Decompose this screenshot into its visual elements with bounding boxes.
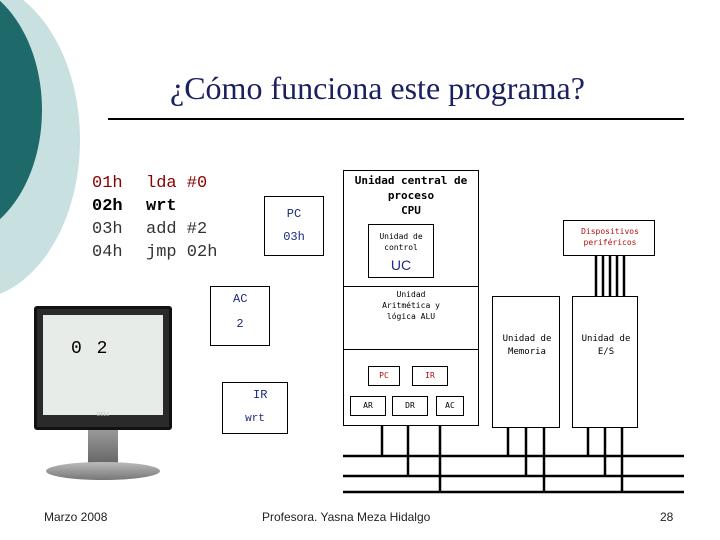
program-instructions: lda #0 wrt add #2 jmp 02h [146, 172, 217, 264]
instruction-2: wrt [146, 197, 177, 216]
es-box: Unidad de E/S [572, 296, 638, 428]
cpu-ar-label: AR [363, 401, 373, 410]
title-underline [108, 118, 684, 120]
pc-register-value: 03h [283, 230, 305, 244]
instruction-1: lda #0 [146, 174, 208, 193]
cpu-ir-box: IR [412, 366, 448, 386]
uc-short: UC [390, 257, 412, 273]
cpu-ar-box: AR [350, 396, 386, 416]
monitor-brand: DELL [96, 412, 110, 418]
perifericos-label: Dispositivos periféricos [581, 227, 639, 247]
ir-register-value: wrt [245, 413, 265, 425]
monitor-screen: 0 2 [43, 315, 163, 415]
instruction-4: jmp 02h [146, 243, 218, 262]
ac-register-label: AC [233, 292, 248, 306]
monitor-stand [46, 462, 160, 480]
program-addresses: 01h 02h 03h 04h [92, 172, 123, 264]
uc-label: Unidad de control [379, 232, 423, 252]
ir-register: IR wrt [222, 382, 288, 434]
cpu-ir-label: IR [425, 371, 435, 380]
memoria-label: Unidad de Memoria [502, 334, 552, 357]
cpu-dr-box: DR [392, 396, 428, 416]
address-4: 04h [92, 243, 123, 262]
cpu-title-text: Unidad central de proceso [354, 174, 468, 202]
cpu-pc-label: PC [379, 371, 389, 380]
uc-box: Unidad de control UC [368, 224, 434, 278]
ir-register-label: IR [253, 388, 268, 402]
monitor-screen-text: 0 2 [71, 339, 110, 359]
cpu-title: Unidad central de proceso CPU [344, 173, 478, 218]
address-3: 03h [92, 220, 123, 239]
address-2: 02h [92, 197, 123, 216]
instruction-3: add #2 [146, 220, 208, 239]
monitor-neck [88, 430, 118, 464]
memoria-box: Unidad de Memoria [492, 296, 560, 428]
cpu-subtitle: CPU [401, 204, 421, 217]
perifericos-box: Dispositivos periféricos [563, 220, 655, 256]
ac-register: AC 2 [210, 286, 270, 346]
page-number: 28 [660, 510, 674, 524]
cpu-pc-box: PC [368, 366, 400, 386]
cpu-ac-label: AC [445, 401, 455, 410]
cpu-ac-box: AC [436, 396, 464, 416]
footer-author: Profesora. Yasna Meza Hidalgo [262, 510, 431, 524]
es-label: Unidad de E/S [581, 334, 631, 357]
ac-register-value: 2 [236, 317, 244, 331]
cpu-dr-label: DR [405, 401, 415, 410]
background-decoration [0, 0, 80, 294]
pc-register-label: PC [286, 207, 302, 221]
alu-label: Unidad Aritmética y lógica ALU [382, 290, 440, 321]
address-1: 01h [92, 174, 123, 193]
slide-title: ¿Cómo funciona este programa? [170, 70, 585, 106]
footer-date: Marzo 2008 [44, 510, 108, 524]
alu-box: Unidad Aritmética y lógica ALU [343, 286, 479, 350]
monitor: 0 2 DELL [34, 306, 172, 496]
pc-register: PC 03h [264, 196, 324, 256]
